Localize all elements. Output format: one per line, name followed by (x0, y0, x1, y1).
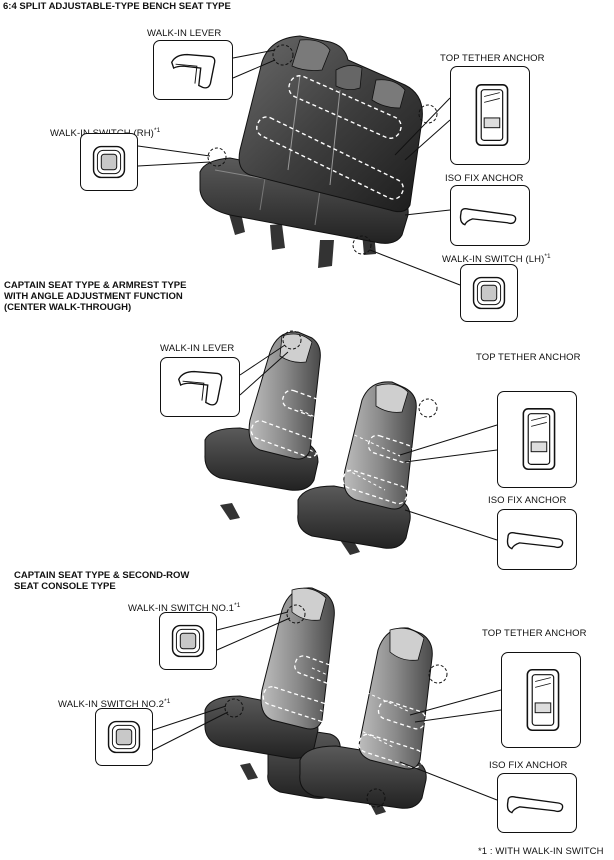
top-tether-anchor-callout (501, 652, 581, 748)
top-tether-anchor-label: TOP TETHER ANCHOR (482, 628, 587, 639)
walk-in-switch-icon (171, 624, 205, 658)
note-marker: *1 (544, 253, 551, 260)
walk-in-switch-lh-callout (460, 264, 518, 322)
note-marker: *1 (234, 602, 241, 609)
note-marker: *1 (164, 698, 171, 705)
bench-seat-illustration (199, 35, 438, 268)
iso-fix-anchor-icon (506, 796, 564, 814)
walk-in-switch-no2-label: WALK-IN SWITCH NO.2*1 (58, 698, 171, 710)
iso-fix-anchor-callout (450, 185, 530, 246)
top-tether-anchor-label: TOP TETHER ANCHOR (476, 352, 581, 363)
iso-fix-anchor-label: ISO FIX ANCHOR (489, 760, 568, 771)
walk-in-switch-icon (107, 720, 141, 754)
walk-in-switch-no1-callout (159, 612, 217, 670)
iso-fix-anchor-icon (459, 208, 517, 226)
walk-in-lever-icon (178, 370, 223, 406)
walk-in-switch-no2-callout (95, 708, 153, 766)
top-tether-anchor-callout (450, 66, 530, 165)
section-1-title: 6:4 SPLIT ADJUSTABLE-TYPE BENCH SEAT TYP… (3, 1, 231, 12)
footnote: *1 : WITH WALK-IN SWITCH (478, 846, 604, 857)
iso-fix-anchor-label: ISO FIX ANCHOR (445, 173, 524, 184)
walk-in-switch-icon (472, 276, 506, 310)
note-marker: *1 (153, 127, 161, 134)
walk-in-switch-icon (92, 145, 126, 179)
iso-fix-anchor-label: ISO FIX ANCHOR (488, 495, 567, 506)
top-tether-anchor-icon (522, 408, 556, 471)
leader-lines-section-3 (152, 611, 502, 801)
iso-fix-anchor-callout (497, 773, 577, 833)
walk-in-lever-label: WALK-IN LEVER (147, 28, 222, 39)
walk-in-lever-callout (153, 40, 233, 100)
iso-fix-anchor-callout (497, 509, 577, 570)
leader-lines-section-1 (137, 49, 461, 286)
top-tether-anchor-label: TOP TETHER ANCHOR (440, 53, 545, 64)
walk-in-lever-label: WALK-IN LEVER (160, 343, 235, 354)
top-tether-anchor-icon (526, 668, 560, 732)
iso-fix-anchor-icon (506, 532, 564, 550)
captain-seats-armrest-illustration (204, 330, 438, 555)
leader-lines-section-2 (239, 344, 498, 541)
section-2-title: CAPTAIN SEAT TYPE & ARMREST TYPE WITH AN… (4, 280, 187, 313)
walk-in-lever-icon (171, 53, 216, 89)
walk-in-switch-lh-label: WALK-IN SWITCH (LH)*1 (442, 253, 551, 265)
walk-in-lever-callout (160, 357, 240, 417)
top-tether-anchor-icon (475, 84, 509, 147)
walk-in-switch-no1-label: WALK-IN SWITCH NO.1*1 (128, 602, 241, 614)
top-tether-anchor-callout (497, 391, 577, 488)
section-3-title: CAPTAIN SEAT TYPE & SECOND-ROW SEAT CONS… (14, 570, 190, 592)
captain-seats-console-illustration (204, 587, 448, 815)
walk-in-switch-rh-callout (80, 133, 138, 191)
